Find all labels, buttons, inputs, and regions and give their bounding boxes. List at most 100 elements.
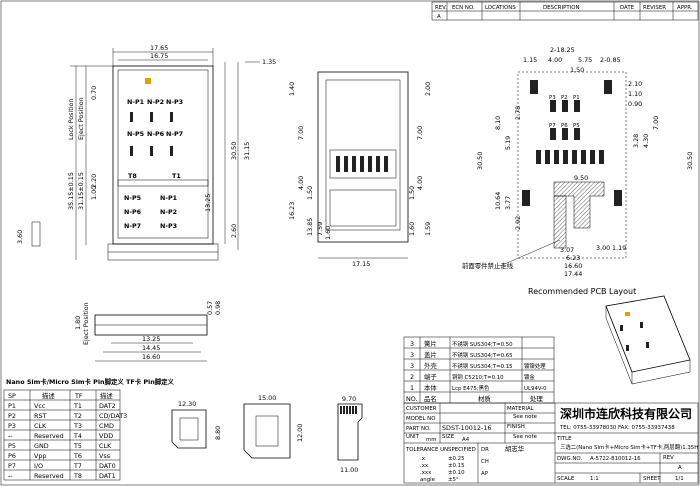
material-label: MATERIAL <box>507 406 534 412</box>
pcb-dim-bottom: 17.44 <box>564 270 582 278</box>
nano-pin-label: N-P2 <box>147 98 164 106</box>
svg-text:P2: P2 <box>8 412 16 420</box>
unit-value: mm <box>426 437 437 443</box>
svg-text:DAT1: DAT1 <box>99 472 116 480</box>
svg-text:T5: T5 <box>73 442 82 450</box>
nano-pin-label: N-P6 <box>147 130 165 138</box>
tf-pin-label: N-P1 <box>160 194 177 202</box>
dim-small-offset: 2.20 <box>90 174 98 188</box>
bottom-pads <box>336 156 388 172</box>
svg-text:--: -- <box>8 472 13 480</box>
dim-eject-1-80: 1.80 <box>74 316 82 330</box>
nano-pin-label: N-P7 <box>166 130 183 138</box>
drawing-title: 三选二(Nano Sim卡+Micro Sim卡+TF卡,两层翻)1.35H <box>560 443 698 451</box>
label-lock-position: Lock Position <box>67 99 75 141</box>
bottom-view: 17.15 7.00 4.00 1.40 16.23 1.50 13.85 7.… <box>288 71 432 268</box>
dim-right-1-59: 1.59 <box>424 222 432 236</box>
svg-text:GND: GND <box>34 442 49 450</box>
pcb-pads <box>522 80 622 206</box>
pin-header-sp: SP <box>8 392 16 400</box>
dim-left-tab: 3.60 <box>16 230 24 244</box>
svg-text:T8: T8 <box>73 472 82 480</box>
dim-notch: 1.35 <box>262 58 276 66</box>
pcb-dim-left: 3.77 <box>504 196 512 210</box>
svg-text:1: 1 <box>410 384 414 392</box>
svg-text:不锈钢 SUS304;T=0.50: 不锈钢 SUS304;T=0.50 <box>452 340 513 348</box>
micro-dim-height: 12.00 <box>296 424 304 442</box>
svg-text:Lcp E475;黑色: Lcp E475;黑色 <box>452 384 490 392</box>
dim-bottom-4-00: 4.00 <box>297 176 305 190</box>
dim-small-offset-2: 1.00 <box>90 186 98 200</box>
pcb-dim-bottom: 3.00 <box>596 244 610 252</box>
pcb-dim-bottom: 1.19 <box>612 244 626 252</box>
sheet-value: 1/1 <box>675 476 684 482</box>
svg-text:品名: 品名 <box>424 394 437 403</box>
pcb-dim-right: 0.90 <box>628 100 642 108</box>
tf-dim-height: 11.00 <box>340 466 358 474</box>
svg-text:CLK: CLK <box>99 442 112 450</box>
svg-text:材质: 材质 <box>478 394 491 403</box>
dim-side-w2: 14.45 <box>142 344 160 352</box>
dim-bottom-1-60: 1.60 <box>324 226 332 240</box>
svg-text:UL94V-0: UL94V-0 <box>524 386 547 392</box>
pcb-dim-right: 3.28 <box>632 134 640 148</box>
dim-bottom-7-00: 7.00 <box>297 126 305 140</box>
tol-value: ±0.25 <box>448 456 465 462</box>
nano-dim-height: 8.80 <box>214 426 222 440</box>
dim-bottom-1-40: 1.40 <box>288 82 296 96</box>
svg-text:P3: P3 <box>8 422 16 430</box>
ch-label: CH <box>481 459 489 465</box>
description-header: DESCRIPTION <box>543 5 580 11</box>
size-label: SIZE <box>442 434 455 440</box>
reviser-header: REVISER <box>643 5 666 11</box>
title-label: TITLE <box>556 436 572 442</box>
svg-text:DAT0: DAT0 <box>99 462 116 470</box>
tf-dim-width: 9.70 <box>342 395 356 403</box>
svg-text:T1: T1 <box>73 402 82 410</box>
micro-dim-width: 15.00 <box>258 394 276 402</box>
svg-text:3: 3 <box>410 340 414 348</box>
pcb-dim-right: 4.30 <box>642 134 650 148</box>
pcb-note: 前面零件禁止走线 <box>462 261 514 270</box>
contact-pads <box>117 112 209 187</box>
svg-text:--: -- <box>8 432 13 440</box>
part-no-value: SDST-10012-16 <box>442 424 491 432</box>
tf-card: 9.70 11.00 <box>337 395 363 474</box>
rev-value-tb: A <box>678 465 682 471</box>
svg-text:VDD: VDD <box>99 432 113 440</box>
nano-card: 12.30 8.80 <box>171 400 222 449</box>
pin-header-tf-desc: 描述 <box>100 391 113 400</box>
locations-header: LOCATIONS <box>485 5 516 11</box>
tol-key: .x <box>420 456 426 462</box>
svg-text:镀金: 镀金 <box>524 373 535 381</box>
pcb-dim-top: 4.00 <box>548 56 562 64</box>
dim-thickness-2: 0.98 <box>214 301 222 315</box>
pcb-dim-right: 1.10 <box>628 90 642 98</box>
dim-side-w3: 16.60 <box>142 353 160 361</box>
pcb-dim-bottom: 9.50 <box>574 174 588 182</box>
dim-height-total: 30.50 <box>230 142 238 160</box>
top-view: 17.65 16.75 1.35 35.15±0.15 Lock Positio… <box>16 44 276 261</box>
svg-text:T6: T6 <box>73 452 82 460</box>
svg-text:3: 3 <box>410 362 414 370</box>
see-note-1: See note <box>513 414 538 420</box>
tol-value: ±0.10 <box>448 470 465 476</box>
pin-header-tf: TF <box>74 392 83 400</box>
pin-table: Nano Sim卡/Micro Sim卡 Pin脚定义 TF卡 Pin脚定义 S… <box>3 377 175 481</box>
tf-pin-label: N-P2 <box>160 208 177 216</box>
ecn-header: ECN NO. <box>452 5 475 11</box>
pcb-dim-top: 5.75 <box>578 56 592 64</box>
pin-table-title: Nano Sim卡/Micro Sim卡 Pin脚定义 TF卡 Pin脚定义 <box>6 377 175 386</box>
dim-bottom-1-50: 1.50 <box>306 186 314 200</box>
pcb-height: 30.50 <box>686 152 694 170</box>
svg-text:Reserved: Reserved <box>34 472 64 480</box>
